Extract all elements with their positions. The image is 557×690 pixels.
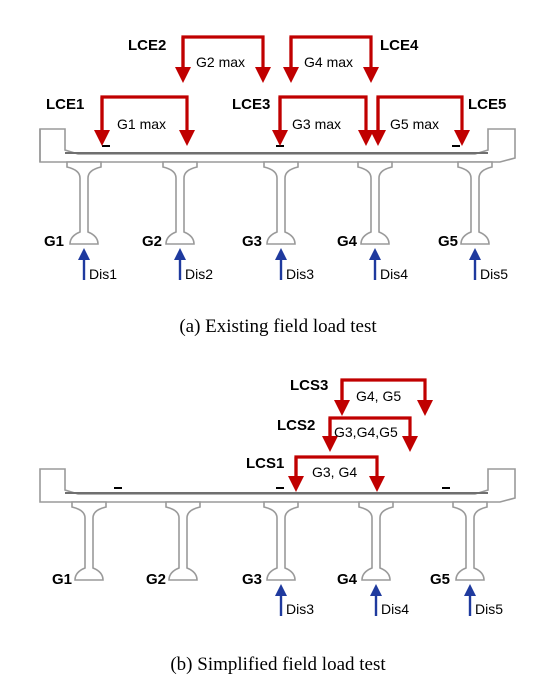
girder-label-g4: G4 xyxy=(337,571,358,588)
lce1-label: G1 max xyxy=(117,116,166,132)
girder-g2 xyxy=(165,501,201,581)
lce4-id: LCE4 xyxy=(380,37,419,54)
lce3-id: LCE3 xyxy=(232,96,270,113)
lce5-id: LCE5 xyxy=(468,96,506,113)
lcs1-label: G3, G4 xyxy=(312,464,357,480)
girder-label-g3: G3 xyxy=(242,233,262,250)
panel-b: LCS3 G4, G5 LCS2 G3,G4,G5 LCS1 G3, G4 G1… xyxy=(39,377,516,675)
girders-b xyxy=(71,501,488,581)
girder-g1 xyxy=(71,501,107,581)
girder-label-g4: G4 xyxy=(337,233,358,250)
sensor-label-dis1: Dis1 xyxy=(89,266,117,282)
panel-a: LCE1 G1 max LCE2 G2 max LCE3 G3 max LCE4… xyxy=(39,35,516,337)
sensor-label-dis5: Dis5 xyxy=(480,266,508,282)
deck-slab-b xyxy=(39,468,516,503)
lce2-label: G2 max xyxy=(196,54,245,70)
lcs1-id: LCS1 xyxy=(246,455,284,472)
lcs2-id: LCS2 xyxy=(277,417,315,434)
sensors-a xyxy=(78,248,481,280)
girder-label-g5: G5 xyxy=(438,233,458,250)
sensor-label-dis3: Dis3 xyxy=(286,266,314,282)
girder-g4 xyxy=(358,501,394,581)
load-arrows-b xyxy=(288,378,433,492)
girder-label-g1: G1 xyxy=(52,571,72,588)
sensors-b xyxy=(275,584,476,616)
sensor-label-dis4: Dis4 xyxy=(380,266,408,282)
deck-slab-a xyxy=(39,128,516,163)
girder-g3 xyxy=(263,161,299,245)
lcs2-label: G3,G4,G5 xyxy=(334,424,398,440)
girder-g5 xyxy=(457,161,493,245)
sensor-label-dis2: Dis2 xyxy=(185,266,213,282)
girder-label-g5: G5 xyxy=(430,571,450,588)
caption-a: (a) Existing field load test xyxy=(179,316,377,337)
sensor-label-dis5: Dis5 xyxy=(475,601,503,617)
girder-label-g2: G2 xyxy=(142,233,162,250)
girder-g1 xyxy=(66,161,102,245)
girders-a xyxy=(66,161,493,245)
caption-b: (b) Simplified field load test xyxy=(170,654,386,675)
lce1-id: LCE1 xyxy=(46,96,84,113)
lce5-label: G5 max xyxy=(390,116,439,132)
lcs3-id: LCS3 xyxy=(290,377,328,394)
girder-g4 xyxy=(357,161,393,245)
lce4-label: G4 max xyxy=(304,54,353,70)
lcs3-label: G4, G5 xyxy=(356,388,401,404)
sensor-label-dis3: Dis3 xyxy=(286,601,314,617)
girder-g2 xyxy=(162,161,198,245)
girder-label-g3: G3 xyxy=(242,571,262,588)
girder-label-g2: G2 xyxy=(146,571,166,588)
load-arrows-a xyxy=(94,35,470,146)
girder-g5 xyxy=(452,501,488,581)
lce3-label: G3 max xyxy=(292,116,341,132)
girder-label-g1: G1 xyxy=(44,233,64,250)
lce2-id: LCE2 xyxy=(128,37,166,54)
girder-g3 xyxy=(263,501,299,581)
sensor-label-dis4: Dis4 xyxy=(381,601,409,617)
